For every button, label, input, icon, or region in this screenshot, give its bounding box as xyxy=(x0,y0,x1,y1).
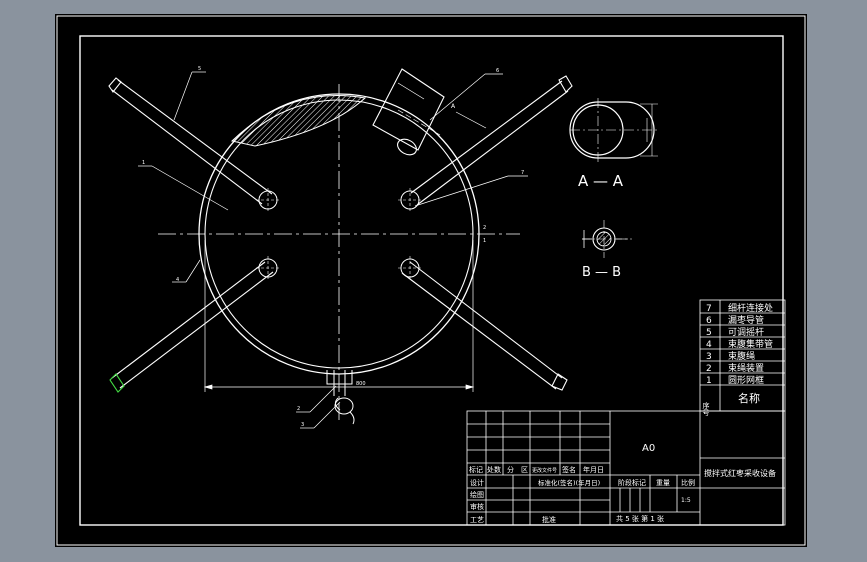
tb-zone: 区 xyxy=(521,466,528,474)
part-row-name: 圆形网框 xyxy=(728,374,764,386)
parts-list-text: 7 细杆连接处 6 漏枣导管 5 可调摇杆 4 束腹集带管 3 束腹绳 2 束绳… xyxy=(702,302,773,417)
main-view: 5 1 6 7 4 2 3 2 1 A 800 xyxy=(108,66,573,429)
section-a-a-label: A — A xyxy=(578,172,624,190)
arm-lower-right xyxy=(401,261,568,391)
tb-sheet-info: 共 5 张 第 1 张 xyxy=(616,514,664,523)
hatched-section xyxy=(230,95,367,147)
arm-upper-left xyxy=(108,77,273,205)
tb-weight: 重量 xyxy=(656,479,670,487)
tb-design: 设计 xyxy=(470,478,484,487)
part-row-no: 3 xyxy=(706,352,712,362)
svg-text:1: 1 xyxy=(142,160,145,166)
part-row-no: 1 xyxy=(706,376,712,386)
circular-net-frame-outer xyxy=(198,93,480,375)
svg-text:2: 2 xyxy=(297,406,300,412)
leader-lines xyxy=(138,71,528,429)
svg-text:5: 5 xyxy=(198,66,201,72)
part-row-name: 漏枣导管 xyxy=(728,314,764,326)
section-cut-mark xyxy=(397,82,487,129)
tb-scale-value: 1:5 xyxy=(681,497,691,504)
tb-date: 年月日 xyxy=(583,465,604,474)
part-row-no: 5 xyxy=(706,328,712,338)
dimension-800-text: 800 xyxy=(356,381,366,387)
title-block-text: 标记 处数 分 区 更改文件号 签名 年月日 设计 标准化(签名)(年月日) 绘… xyxy=(469,443,776,524)
part-number-labels: 5 1 6 7 4 2 3 2 1 xyxy=(142,66,524,428)
rope-device xyxy=(326,370,355,425)
part-row-name: 可调摇杆 xyxy=(728,326,764,338)
svg-text:4: 4 xyxy=(176,277,179,283)
svg-text:1: 1 xyxy=(483,238,486,244)
tb-count: 处数 xyxy=(487,465,501,474)
tb-draw: 绘图 xyxy=(470,490,484,499)
section-b-b-label: B — B xyxy=(582,265,621,280)
tb-change-doc: 更改文件号 xyxy=(532,467,557,474)
tb-standardize: 标准化(签名)(年月日) xyxy=(538,478,600,487)
outer-frame xyxy=(56,15,806,546)
parts-heading-seq: 序号 xyxy=(702,401,710,417)
title-block-grid xyxy=(466,410,786,526)
svg-text:3: 3 xyxy=(301,422,304,428)
section-a-marker: A xyxy=(451,103,456,110)
tb-format: A0 xyxy=(642,443,655,454)
parts-heading-name: 名称 xyxy=(738,391,760,405)
svg-text:6: 6 xyxy=(496,68,499,74)
tb-mark: 标记 xyxy=(469,465,483,474)
tb-drawing-title: 搅拌式红枣采收设备 xyxy=(704,468,776,478)
part-row-name: 束腹绳 xyxy=(728,350,755,362)
part-row-no: 4 xyxy=(706,340,712,350)
drawing-sheet xyxy=(55,14,807,547)
part-row-no: 2 xyxy=(706,364,712,374)
section-a-a-view xyxy=(569,98,658,162)
part-row-name: 束绳装置 xyxy=(728,362,764,374)
tb-process: 工艺 xyxy=(470,516,484,524)
svg-text:7: 7 xyxy=(521,170,524,176)
section-b-b-view xyxy=(582,220,632,258)
part-row-no: 6 xyxy=(706,316,712,326)
dimension-800 xyxy=(203,240,475,392)
arm-upper-right xyxy=(410,75,573,206)
tb-approve: 批准 xyxy=(542,515,556,524)
tb-partition: 分 xyxy=(507,465,514,474)
tb-scale-label: 比例 xyxy=(681,478,695,487)
arm-lower-left xyxy=(109,261,274,393)
funnel-tube xyxy=(372,68,445,156)
svg-text:2: 2 xyxy=(483,225,486,231)
inner-frame xyxy=(79,35,784,526)
part-row-name: 细杆连接处 xyxy=(728,302,773,314)
tb-signature: 签名 xyxy=(562,465,576,474)
tb-review: 审核 xyxy=(470,502,484,511)
part-row-name: 束腹集带管 xyxy=(728,338,773,350)
tb-stage-mark: 阶段标记 xyxy=(618,478,646,487)
part-row-no: 7 xyxy=(706,304,712,314)
